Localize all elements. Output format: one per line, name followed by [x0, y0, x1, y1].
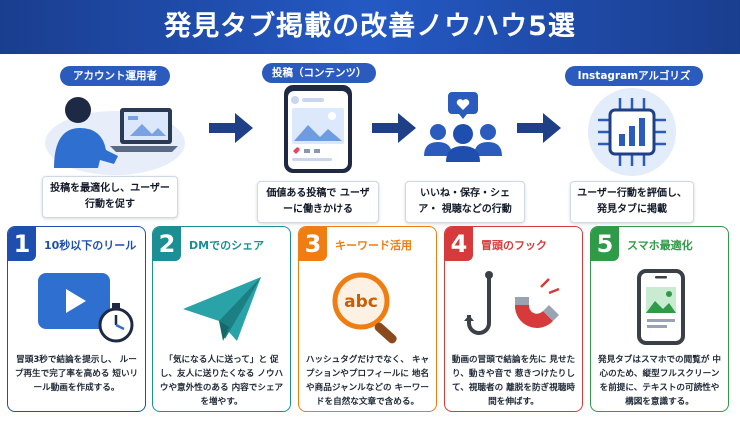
tip-text: 発見タブはスマホでの閲覧が 中心のため、縦型フルスクリーン を前提に、テキストの… — [597, 355, 722, 407]
tip-text: 動画の冒頭で結論を先に 見せたり、動きや音で 惹きつけたりして、視聴者の 離脱を… — [451, 355, 576, 407]
tip-number: 2 — [153, 227, 181, 261]
flow-label-operator: アカウント運用者 — [60, 66, 170, 86]
tip-number: 1 — [8, 227, 36, 261]
tip-number: 4 — [445, 227, 473, 261]
flow-caption-post: 価値ある投稿で ユーザーに働きかける — [257, 181, 379, 223]
flow-arrow-3 — [517, 113, 561, 143]
flow-caption-actions: いいね・保存・シェア・ 視聴などの行動 — [405, 181, 525, 223]
flow-label-algorithm: Instagramアルゴリズム — [565, 66, 703, 102]
flow-caption-operator: 投稿を最適化し、ユーザー行動を促す — [42, 176, 178, 218]
tip-text: 「気になる人に送って」と 促し、友人に送りたくなる ノウハウや意外性のある 内容… — [159, 355, 284, 407]
svg-text:abc: abc — [344, 292, 378, 312]
tip-card-2: 2 DMでのシェア 「気になる人に送って」と 促し、友人に送りたくなる ノウハウ… — [152, 226, 291, 412]
flow-label-post: 投稿（コンテンツ） — [262, 63, 376, 83]
chip-chart-icon — [588, 88, 676, 176]
tip-title: 冒頭のフック — [481, 239, 547, 252]
tip-title: キーワード活用 — [335, 239, 412, 252]
flow-arrow-1 — [209, 113, 253, 143]
tip-number: 3 — [299, 227, 327, 261]
page-title: 発見タブ掲載の改善ノウハウ5選 — [164, 11, 576, 42]
person-laptop-icon — [45, 97, 185, 175]
tip-card-4: 4 冒頭のフック 動画の冒頭で結論を先に 見せたり、動きや音で 惹きつけたりして… — [444, 226, 583, 412]
tip-card-5: 5 スマホ最適化 発見タブはスマホでの閲覧が 中心のため、縦型フルスクリーン を… — [590, 226, 729, 412]
title-banner: 発見タブ掲載の改善ノウハウ5選 — [0, 0, 740, 54]
tip-text: 冒頭3秒で結論を提示し、 ループ再生で完了率を高める 短いリール動画を作成する。 — [14, 355, 139, 393]
tip-text: ハッシュタグだけでなく、 キャプションやプロフィールに 地名や商品ジャンルなどの… — [305, 355, 430, 407]
users-heart-icon — [424, 92, 502, 162]
paper-plane-icon — [183, 277, 261, 341]
tip-number: 5 — [591, 227, 619, 261]
flow-arrow-2 — [372, 113, 416, 143]
tip-title: DMでのシェア — [189, 239, 265, 252]
phone-post-icon — [284, 85, 352, 173]
magnifier-abc-icon: abc — [332, 272, 397, 344]
tip-card-3: 3 キーワード活用 abc ハッシュタグだけでなく、 キャプションやプロフィール… — [298, 226, 437, 412]
video-stopwatch-icon — [38, 273, 134, 343]
tip-title: スマホ最適化 — [627, 239, 693, 252]
hook-magnet-icon — [464, 271, 560, 335]
flow-caption-algorithm: ユーザー行動を評価し、 発見タブに掲載 — [570, 181, 694, 223]
phone-image-icon — [637, 269, 685, 345]
tip-card-1: 1 10秒以下のリール 冒頭3秒で結論を提示し、 ループ再生で完了率を高める 短… — [7, 226, 146, 412]
tip-title: 10秒以下のリール — [44, 239, 137, 252]
